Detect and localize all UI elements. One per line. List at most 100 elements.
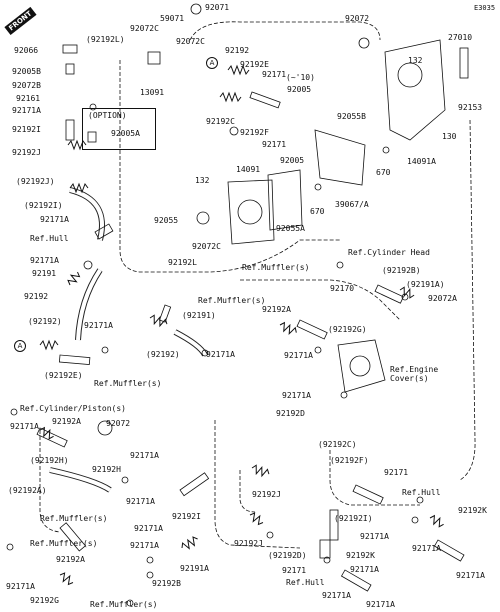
dashed-route-lower <box>39 430 61 533</box>
label-14091a-right: 14091A <box>407 157 436 166</box>
label-27010: 27010 <box>448 33 473 42</box>
label-92170: 92170 <box>330 284 355 293</box>
hose-mid-inner <box>174 330 207 357</box>
label-92192j-bottom: 92192J <box>234 539 263 548</box>
label-92171a-17: 92171A <box>6 582 35 591</box>
label-92192-top: 92192 <box>225 46 250 55</box>
label-92171a-2: 92171A <box>40 215 69 224</box>
label-92192k-right: 92192K <box>458 506 487 515</box>
hose-piece-5 <box>179 472 210 497</box>
ref-marker-a-top: A <box>206 57 218 69</box>
label-92192-center: (92192) <box>146 350 180 359</box>
hose-piece-7 <box>329 509 339 541</box>
label-92171a-5: 92171A <box>206 350 235 359</box>
label-670-right: 670 <box>376 168 391 177</box>
label-92072c-c: 92072C <box>192 242 221 251</box>
dashed-route-center <box>239 470 256 513</box>
valve-bottom <box>319 539 331 559</box>
label-ref-hull-2: Ref.Hull <box>402 488 441 497</box>
housing-lower <box>227 179 275 245</box>
label-ref-hull-3: Ref.Hull <box>286 578 325 587</box>
label-92072c-b: 92072C <box>176 37 205 46</box>
hose-piece-2 <box>58 354 91 366</box>
gasket <box>267 169 303 231</box>
label-92192d-paren: (92192D) <box>268 551 307 560</box>
label-92171a-7: 92171A <box>282 391 311 400</box>
label-92171a-15: 92171A <box>350 565 379 574</box>
label-92171-top: 92171 <box>262 70 287 79</box>
label-92191a: 92191A <box>180 564 209 573</box>
label-92161: 92161 <box>16 94 41 103</box>
label-92171a-12: 92171A <box>412 544 441 553</box>
valve-27010 <box>459 47 469 79</box>
label-92072c-a: 92072C <box>130 24 159 33</box>
label-92192-left: 92192 <box>24 292 49 301</box>
label-ref-muffler-3: Ref.Muffler(s) <box>198 296 266 305</box>
label-92171-bottom: 92171 <box>282 566 307 575</box>
label-92192b-paren: (92192B) <box>382 266 421 275</box>
label-92055: 92055 <box>154 216 179 225</box>
range-label: (~'10) <box>286 73 315 82</box>
label-92192i: 92192I <box>12 125 41 134</box>
label-ref-muffler-2: Ref.Muffler(s) <box>242 263 310 272</box>
label-92192d: 92192D <box>276 409 305 418</box>
label-92192i-paren: (92192I) <box>24 201 63 210</box>
label-92192h: 92192H <box>92 465 121 474</box>
sleeve-92192i <box>65 119 75 141</box>
fitting-92005a <box>87 131 97 143</box>
label-92171a-16: 92171A <box>322 591 351 600</box>
label-670-center: 670 <box>310 207 325 216</box>
label-ref-cylinder-head: Ref.Cylinder Head <box>348 248 430 257</box>
label-92171a-4: 92171A <box>84 321 113 330</box>
label-92072b: 92072B <box>12 81 41 90</box>
label-92192k-bottom: 92192K <box>346 551 375 560</box>
label-92192l: 92192L <box>168 258 197 267</box>
option-label: (OPTION) <box>88 111 127 120</box>
label-92171-right: 92171 <box>384 468 409 477</box>
label-92192a-3: 92192A <box>56 555 85 564</box>
hose-piece-8 <box>433 539 465 562</box>
label-92192c-paren: (92192C) <box>318 440 357 449</box>
label-132-center: 132 <box>195 176 210 185</box>
label-130: 130 <box>442 132 457 141</box>
dashed-boundary-right <box>459 119 476 481</box>
dashed-route-left <box>119 60 340 273</box>
label-ref-muffler-5: Ref.Muffler(s) <box>30 539 98 548</box>
hose-piece-1 <box>249 91 281 109</box>
label-92192i-paren2: (92192I) <box>334 514 373 523</box>
label-92192j-paren: (92192J) <box>16 177 55 186</box>
label-92192a-center: 92192A <box>262 305 291 314</box>
label-59071: 59071 <box>160 14 185 23</box>
option-box <box>82 108 156 150</box>
cap-92066 <box>62 44 78 54</box>
label-92171a-1: 92171A <box>12 106 41 115</box>
label-14091: 14091 <box>236 165 261 174</box>
label-92192l-a: (92192L) <box>86 35 125 44</box>
label-ref-muffler-6: Ref.Muffler(s) <box>90 600 158 609</box>
hose-piece-6 <box>352 484 384 505</box>
hose-lower-left-inner <box>49 468 112 492</box>
dashed-route-bottom <box>214 420 301 549</box>
label-92191: 92191 <box>32 269 57 278</box>
label-92192f-top: 92192F <box>240 128 269 137</box>
hose-piece-4 <box>374 284 404 304</box>
clamp-group <box>6 3 424 607</box>
label-92171a-14: 92171A <box>130 541 159 550</box>
dashed-route-right-low <box>329 450 420 506</box>
label-92072a: 92072A <box>428 294 457 303</box>
dashed-route-mid <box>240 279 401 321</box>
label-92192g-paren: (92192G) <box>328 325 367 334</box>
label-92066: 92066 <box>14 46 39 55</box>
label-92171a-19: 92171A <box>456 571 485 580</box>
label-92005b-left: 92005B <box>12 67 41 76</box>
label-13091: 13091 <box>140 88 165 97</box>
label-92192f-paren: (92192F) <box>330 456 369 465</box>
hose-left-upper-inner <box>69 188 104 241</box>
hose-piece-12 <box>159 304 172 323</box>
label-92171a-6: 92171A <box>284 351 313 360</box>
label-92153: 92153 <box>458 103 483 112</box>
label-92171a-9: 92171A <box>130 451 159 460</box>
label-ref-engine-cover: Ref.Engine Cover(s) <box>390 365 439 383</box>
label-92005-top: 92005 <box>287 85 312 94</box>
